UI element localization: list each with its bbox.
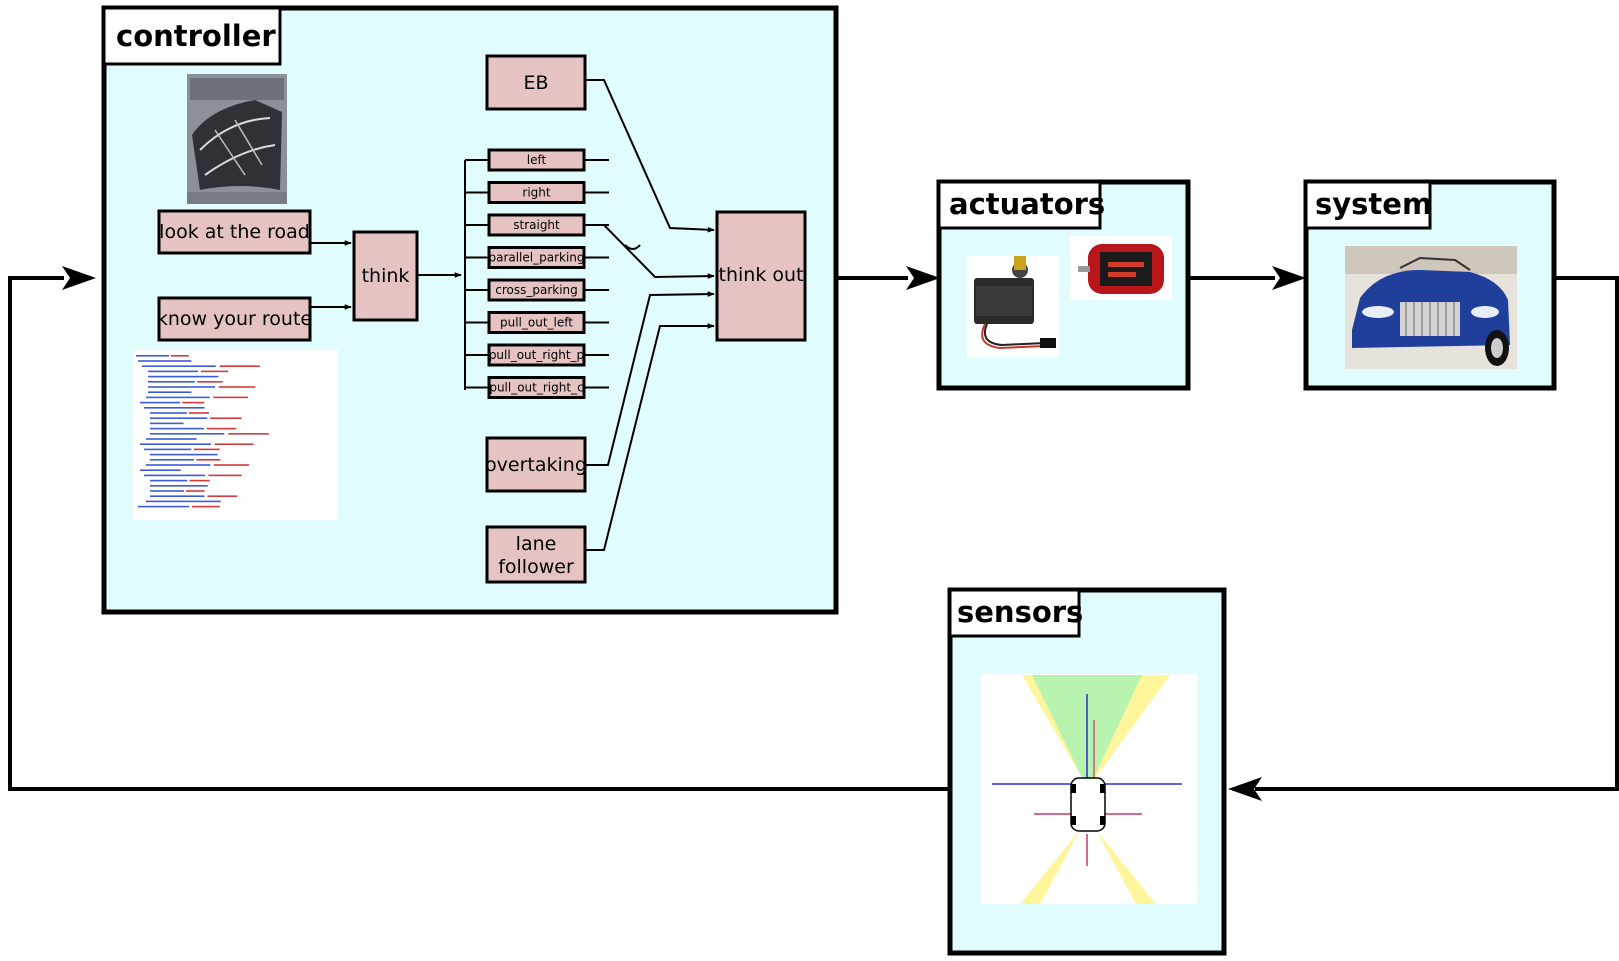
maneuver-box bbox=[487, 311, 586, 334]
think-out-box bbox=[715, 210, 807, 342]
maneuver-label: pull_out_right_p bbox=[489, 348, 584, 362]
controller-wiring bbox=[310, 79, 715, 551]
overtaking-label: overtaking bbox=[485, 454, 587, 476]
lane-follower-label-2: follower bbox=[498, 556, 574, 578]
maneuver-label: left bbox=[527, 153, 547, 167]
think-box bbox=[352, 230, 419, 322]
look-at-road-box bbox=[157, 209, 312, 255]
maneuver-label: parallel_parking bbox=[488, 251, 584, 265]
maneuver-box bbox=[487, 148, 586, 172]
lane-follower-box bbox=[485, 525, 587, 584]
maneuver-box bbox=[487, 213, 586, 237]
know-route-label: know your route bbox=[157, 308, 312, 330]
track-photo-icon bbox=[187, 74, 287, 204]
sensors-panel: sensors bbox=[947, 587, 1227, 956]
maneuver-list: left right straight parallel_parking cross_p… bbox=[465, 148, 609, 399]
servo-motor-icon bbox=[967, 256, 1059, 358]
maneuver-box bbox=[487, 376, 586, 399]
actuators-title: actuators bbox=[949, 187, 1105, 221]
maneuver-box bbox=[487, 181, 586, 204]
feedback-loop bbox=[8, 266, 1619, 801]
lane-follower-label-1: lane bbox=[516, 533, 557, 555]
system-title: system bbox=[1315, 187, 1432, 221]
maneuver-label: pull_out_left bbox=[500, 316, 573, 330]
maneuver-label: right bbox=[522, 186, 550, 200]
maneuver-label: straight bbox=[513, 218, 560, 232]
think-label: think bbox=[362, 265, 410, 287]
maneuver-box bbox=[487, 278, 586, 302]
controller-panel: controller look at the road know your ro… bbox=[101, 5, 839, 615]
think-out-label: think out bbox=[719, 264, 804, 286]
eb-box bbox=[485, 54, 587, 111]
system-panel: system bbox=[1303, 179, 1557, 391]
controller-title: controller bbox=[116, 19, 276, 53]
maneuver-box bbox=[487, 343, 586, 367]
know-route-box bbox=[157, 296, 312, 342]
maneuver-label: cross_parking bbox=[495, 283, 578, 297]
overtaking-box bbox=[485, 436, 587, 493]
model-car-photo-icon bbox=[1345, 246, 1517, 369]
dc-motor-icon bbox=[1070, 236, 1172, 300]
eb-label: EB bbox=[523, 72, 548, 94]
maneuver-box bbox=[487, 246, 586, 269]
xml-config-icon bbox=[133, 350, 338, 520]
sensor-layout-icon bbox=[981, 674, 1197, 904]
sensors-title: sensors bbox=[957, 595, 1083, 629]
actuators-panel: actuators bbox=[936, 179, 1191, 391]
look-at-road-label: look at the road bbox=[159, 221, 310, 243]
maneuver-label: pull_out_right_c bbox=[489, 381, 583, 395]
